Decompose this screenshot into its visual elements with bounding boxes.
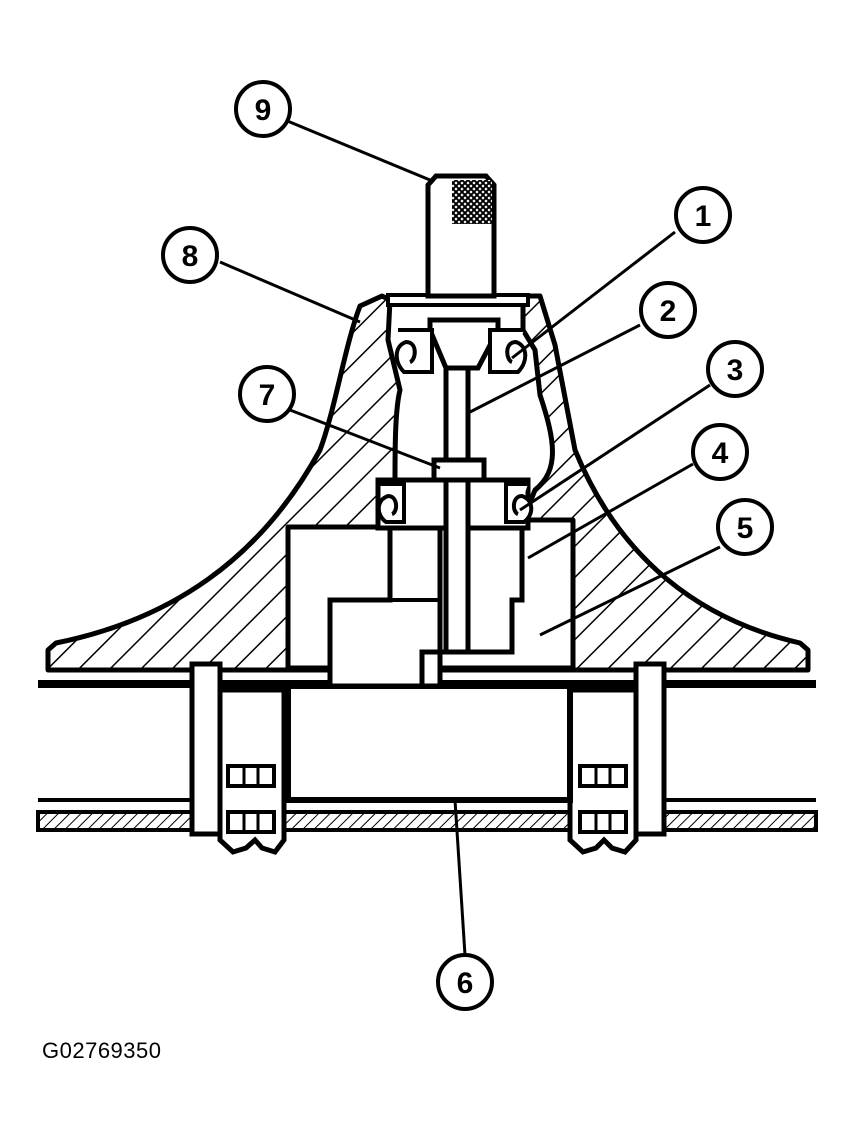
- right-mount: [567, 661, 667, 855]
- left-mount: [189, 661, 287, 855]
- leader-line-6: [453, 799, 467, 956]
- leader-line-9: [284, 118, 431, 182]
- leader-line-8: [219, 260, 361, 324]
- callout-6: 6: [436, 953, 494, 1011]
- callout-5: 5: [716, 498, 774, 556]
- svg-text:9: 9: [255, 94, 272, 127]
- lower-retaining-clip: [376, 482, 534, 524]
- callout-1: 1: [674, 186, 732, 244]
- callout-3: 3: [706, 340, 764, 398]
- svg-text:6: 6: [457, 967, 474, 1000]
- callout-7: 7: [238, 365, 296, 423]
- svg-text:8: 8: [182, 240, 199, 273]
- upper-retaining-clip: [394, 328, 528, 374]
- leader-line-1: [511, 230, 676, 360]
- callout-8: 8: [161, 226, 219, 284]
- callout-4: 4: [691, 423, 749, 481]
- svg-text:3: 3: [727, 354, 744, 387]
- shaft: [443, 357, 471, 655]
- svg-text:4: 4: [712, 437, 729, 470]
- svg-text:2: 2: [660, 295, 677, 328]
- callout-9: 9: [234, 80, 292, 138]
- svg-text:1: 1: [695, 200, 712, 233]
- leader-line-3: [519, 383, 711, 512]
- spacer-washer: [431, 457, 487, 483]
- pinion-block: [285, 683, 573, 803]
- knob: [425, 173, 497, 299]
- callout-2: 2: [639, 281, 697, 339]
- leader-lines: [219, 118, 721, 956]
- leader-line-7: [289, 408, 441, 470]
- figure-id: G02769350: [42, 1038, 162, 1063]
- stepped-block: [327, 524, 525, 689]
- svg-text:7: 7: [259, 379, 276, 412]
- svg-text:5: 5: [737, 512, 754, 545]
- leader-line-2: [469, 323, 641, 414]
- leader-line-4: [527, 462, 694, 560]
- leader-line-5: [539, 545, 721, 637]
